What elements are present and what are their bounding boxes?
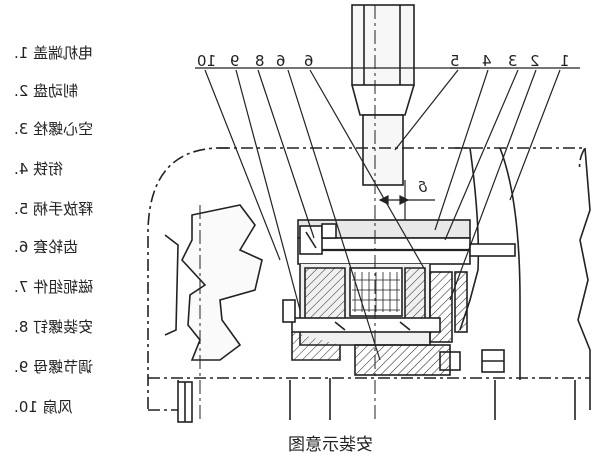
callout-4: 4 bbox=[482, 52, 492, 70]
legend-item: 安装螺钉 8. bbox=[14, 318, 94, 336]
callout-9: 9 bbox=[230, 52, 240, 70]
legend-item: 释放手柄 5. bbox=[14, 200, 94, 218]
legend-item: 衔铁 4. bbox=[14, 160, 64, 178]
callout-5: 5 bbox=[450, 52, 460, 70]
legend-item: 风扇 10. bbox=[14, 398, 73, 416]
legend-item: 电机端盖 1. bbox=[14, 44, 94, 62]
end-cover bbox=[455, 147, 591, 410]
brake-body bbox=[297, 219, 516, 373]
callout-6b: 6 bbox=[304, 52, 314, 70]
delta-symbol: δ bbox=[418, 178, 428, 196]
leader-lines bbox=[195, 67, 580, 361]
callout-10: 10 bbox=[197, 52, 217, 70]
figure-caption: 安装示意图 bbox=[287, 435, 373, 455]
callout-1: 1 bbox=[560, 52, 570, 70]
release-handle bbox=[299, 223, 337, 255]
shaft bbox=[351, 4, 415, 186]
legend-item: 调节螺母 9. bbox=[14, 358, 94, 376]
legend-item: 磁轭组件 7. bbox=[14, 278, 94, 296]
legend-item: 制动盘 2. bbox=[14, 82, 79, 100]
callout-2: 2 bbox=[530, 52, 540, 70]
legend-item: 空心螺栓 3. bbox=[14, 120, 94, 138]
callout-8: 8 bbox=[255, 52, 265, 70]
fan bbox=[164, 204, 263, 423]
mounting-screw bbox=[282, 299, 451, 376]
callout-6a: 6 bbox=[276, 52, 286, 70]
legend-item: 齿轮套 6. bbox=[14, 238, 79, 256]
callout-3: 3 bbox=[508, 52, 518, 70]
